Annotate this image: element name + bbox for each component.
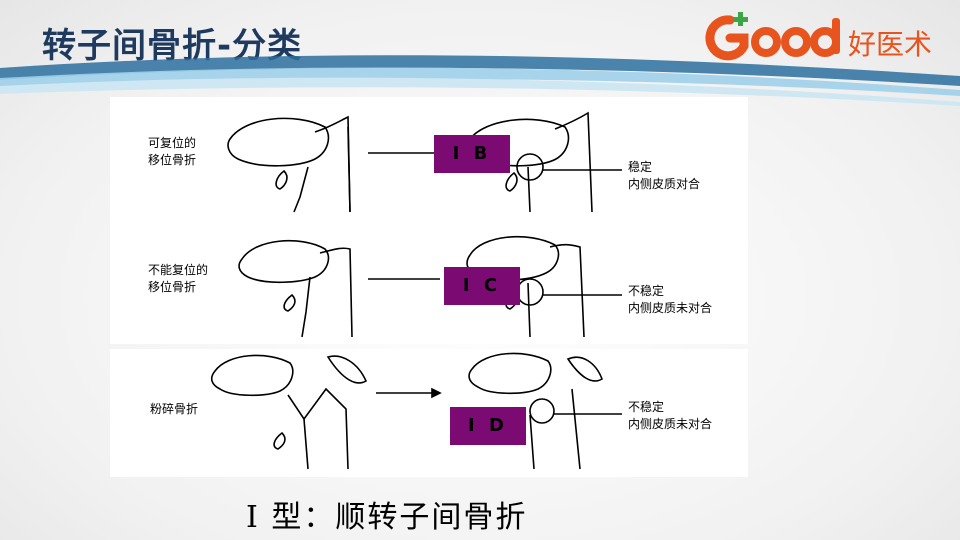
figure-panel-top: 可复位的 移位骨折 I B 稳定 内侧皮质对合 不能复位的 移位骨折 I C 不…	[110, 97, 748, 344]
figure-panel-bottom: 粉碎骨折 I D 不稳定 内侧皮质未对合	[110, 349, 748, 477]
row3-right-label: 不稳定 内侧皮质未对合	[628, 400, 713, 431]
caption: I 型：顺转子间骨折	[246, 500, 528, 535]
type-badge-ib: I B	[434, 135, 510, 173]
row2-left-label: 不能复位的 移位骨折	[148, 263, 209, 294]
row2-right-label: 不稳定 内侧皮质未对合	[628, 284, 713, 315]
type-badge-ic: I C	[444, 267, 520, 305]
bone-diagram-bottom	[210, 352, 622, 470]
header-swoosh	[0, 55, 960, 106]
row3-left-label: 粉碎骨折	[150, 402, 199, 416]
type-badge-id: I D	[450, 407, 526, 445]
row1-right-label: 稳定 内侧皮质对合	[628, 160, 701, 191]
logo: 好医术	[700, 10, 950, 64]
bone-diagram-top	[227, 111, 622, 338]
logo-cn-text: 好医术	[848, 28, 932, 61]
row1-left-label: 可复位的 移位骨折	[148, 136, 197, 167]
